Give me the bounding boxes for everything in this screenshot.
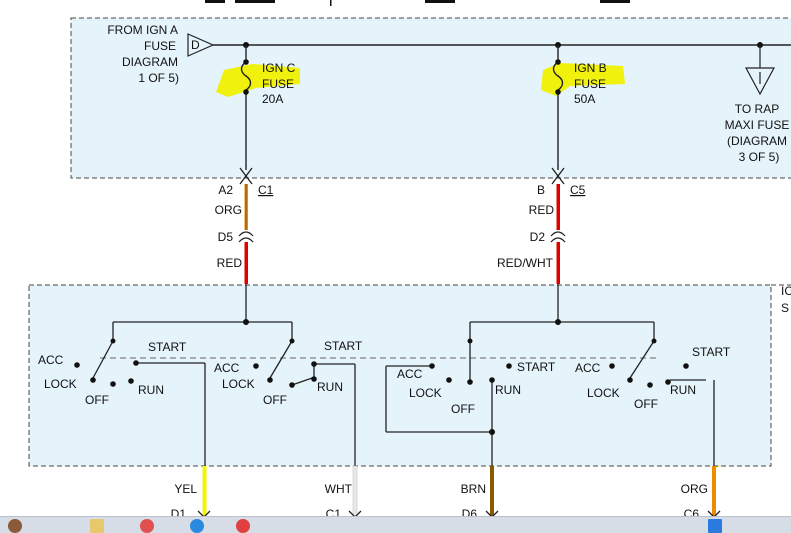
explorer-icon[interactable] xyxy=(90,519,104,533)
s4-start: START xyxy=(692,345,731,359)
color-brn: BRN xyxy=(461,482,486,496)
wire-brn xyxy=(490,466,494,516)
s3-acc: ACC xyxy=(397,367,423,381)
source-text-3: DIAGRAM xyxy=(122,55,178,69)
color-red-white: RED/WHT xyxy=(497,256,554,270)
fuse-ign-b-name-2: FUSE xyxy=(574,77,606,91)
fuse-node xyxy=(243,89,249,95)
switch-3-contacts xyxy=(385,341,493,468)
highlight-ign-b xyxy=(541,63,625,96)
ignition-switch-box xyxy=(28,284,772,467)
s3-start: START xyxy=(517,360,556,374)
fuse-ign-c-name-1: IGN C xyxy=(262,61,296,75)
fuse-ign-c-rating: 20A xyxy=(262,92,283,106)
source-text-4: 1 OF 5) xyxy=(138,71,179,85)
color-wht: WHT xyxy=(325,482,353,496)
fuse-block-box xyxy=(70,17,791,179)
wire-wht xyxy=(352,465,358,517)
rap-text-2: MAXI FUSE xyxy=(725,118,790,132)
switch-1-terminals xyxy=(74,338,139,387)
s4-run: RUN xyxy=(670,383,696,397)
fuse-ign-b-name-1: IGN B xyxy=(574,61,607,75)
connector-c1-top: C1 xyxy=(258,183,274,197)
highlight-ign-c xyxy=(216,64,300,97)
rap-text-3: (DIAGRAM xyxy=(727,134,787,148)
s4-off: OFF xyxy=(634,397,658,411)
windows-icon[interactable] xyxy=(708,519,722,533)
connector-d-symbol xyxy=(187,33,215,57)
connector-d2: D2 xyxy=(530,230,546,244)
switch-2-terminals xyxy=(253,338,317,388)
switch-title-2: S xyxy=(781,301,789,315)
connector-d5-symbol xyxy=(238,231,254,243)
chat-icon[interactable] xyxy=(190,519,204,533)
s1-start: START xyxy=(148,340,187,354)
rap-text-1: TO RAP xyxy=(735,102,779,116)
s1-off: OFF xyxy=(85,393,109,407)
fuse-ign-b-rating: 50A xyxy=(574,92,595,106)
switch-right-distribution xyxy=(469,284,655,341)
otter-icon[interactable] xyxy=(8,519,22,533)
fuse-ign-c-name-2: FUSE xyxy=(262,77,294,91)
s4-lock: LOCK xyxy=(587,386,620,400)
color-org-top: ORG xyxy=(215,203,242,217)
connector-c5: C5 xyxy=(570,183,586,197)
connector-d2-symbol xyxy=(550,231,566,243)
fuse-ign-c-symbol xyxy=(240,45,252,170)
color-yel: YEL xyxy=(174,482,197,496)
color-red-right: RED xyxy=(529,203,555,217)
s2-run: RUN xyxy=(317,380,343,394)
s2-start: START xyxy=(324,339,363,353)
switch-left-distribution xyxy=(112,284,293,341)
s4-acc: ACC xyxy=(575,361,601,375)
color-org-bottom: ORG xyxy=(681,482,708,496)
connector-d5: D5 xyxy=(218,230,234,244)
connector-d-label: D xyxy=(191,38,200,52)
top-fragments xyxy=(205,0,630,6)
wire-yel xyxy=(202,466,207,516)
pin-b: B xyxy=(537,183,545,197)
switch-1-contacts xyxy=(92,340,206,468)
switch-3-terminals xyxy=(429,338,512,435)
wire-red-right xyxy=(556,184,560,230)
wire-red-white xyxy=(556,242,560,284)
junction-node xyxy=(555,319,561,325)
pin-a2: A2 xyxy=(218,183,233,197)
switch-4-contacts xyxy=(629,340,706,381)
fuse-ign-b-symbol xyxy=(552,45,564,170)
taskbar xyxy=(0,516,791,533)
s2-acc: ACC xyxy=(214,361,240,375)
wire-red-left xyxy=(244,242,248,284)
fuse-node xyxy=(555,89,561,95)
source-text-1: FROM IGN A xyxy=(107,23,178,37)
fuse-node xyxy=(243,59,249,65)
fuse-node xyxy=(555,59,561,65)
switch-title-1: IC xyxy=(781,284,791,298)
s2-lock: LOCK xyxy=(222,377,255,391)
switch-4-terminals xyxy=(609,338,689,388)
rap-connector-symbol xyxy=(744,45,776,96)
s3-off: OFF xyxy=(451,402,475,416)
connector-chevrons xyxy=(239,167,565,185)
color-red-left: RED xyxy=(217,256,243,270)
s1-lock: LOCK xyxy=(44,377,77,391)
s1-acc: ACC xyxy=(38,353,64,367)
s1-run: RUN xyxy=(138,383,164,397)
s2-off: OFF xyxy=(263,393,287,407)
s3-lock: LOCK xyxy=(409,386,442,400)
chrome-icon[interactable] xyxy=(236,519,250,533)
gear-icon[interactable] xyxy=(140,519,154,533)
wire-org-bottom xyxy=(712,466,716,516)
junction-node xyxy=(243,319,249,325)
source-text-2: FUSE xyxy=(144,39,176,53)
s3-run: RUN xyxy=(495,383,521,397)
rap-text-4: 3 OF 5) xyxy=(739,150,780,164)
